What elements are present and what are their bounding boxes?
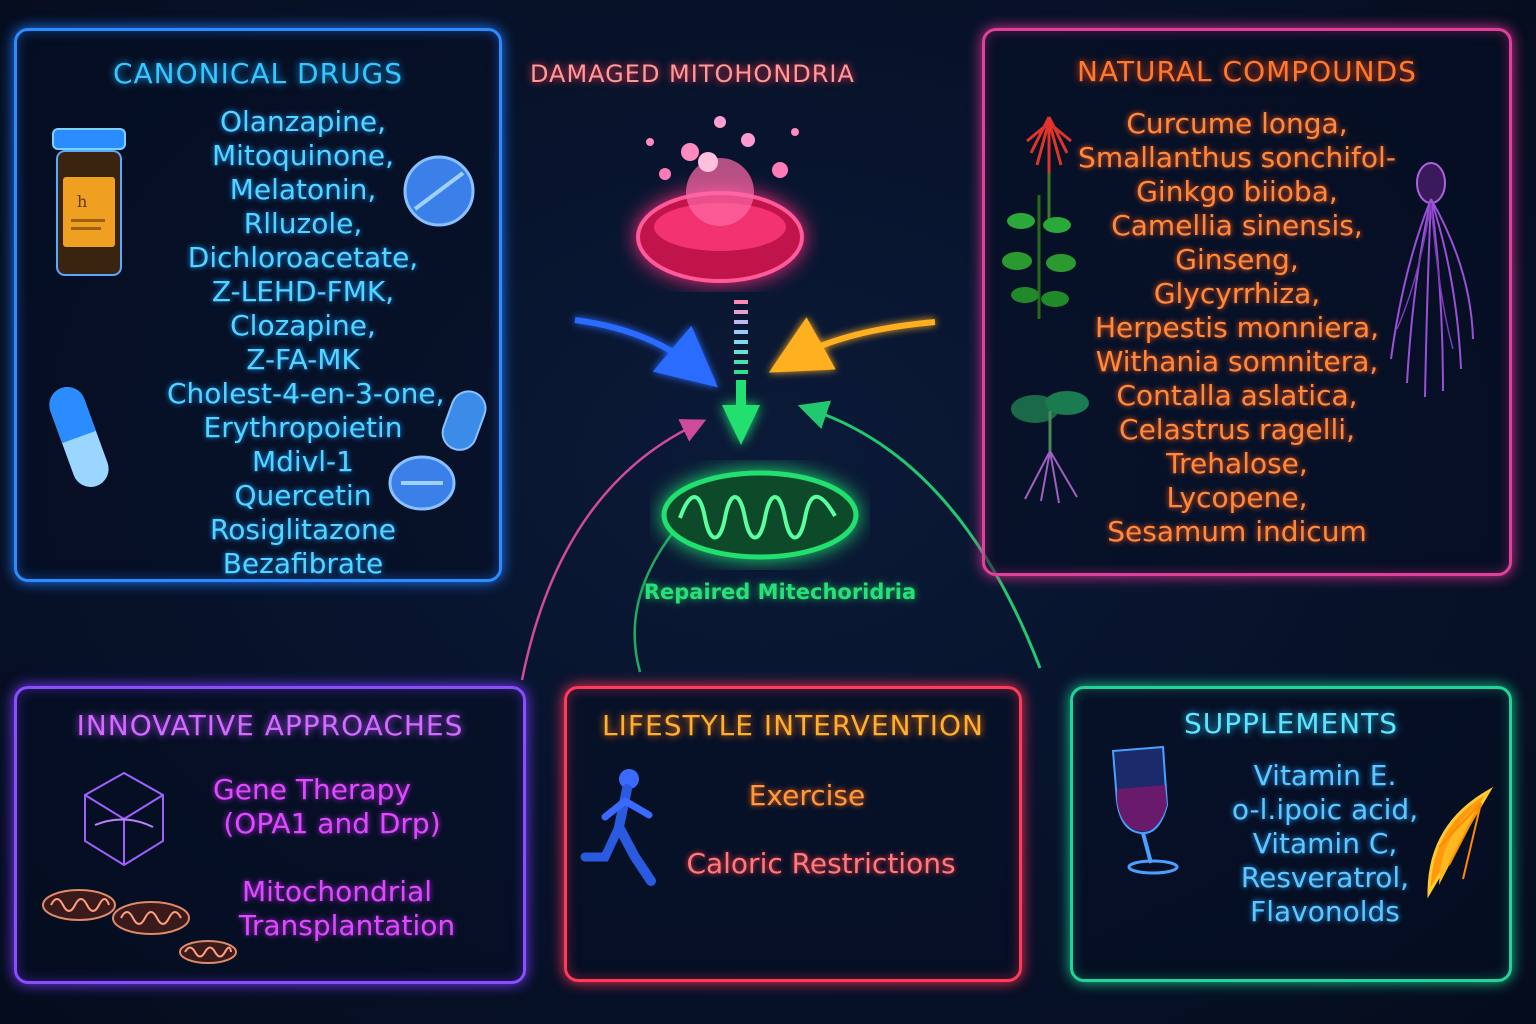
exercise-label: Exercise: [748, 779, 866, 812]
damaged-mitochondria-icon: [636, 116, 804, 283]
pill-bottle-icon: h: [52, 128, 126, 276]
wine-glass-icon: [1111, 745, 1179, 875]
arrow-from-canonical: [574, 317, 718, 388]
list-item: Olanzapine,: [219, 105, 386, 138]
list-item: Sesamum indicum: [1107, 515, 1367, 548]
arrow-from-supplements: [797, 400, 1042, 669]
list-item: Smallanthus sonchifol-: [1078, 141, 1396, 174]
purple-root-icon: [1390, 162, 1474, 398]
list-item: Mdivl-1: [252, 445, 354, 478]
list-item: Melatonin,: [229, 173, 377, 206]
green-herb-icon: [1002, 195, 1076, 319]
red-flower-icon: [1026, 116, 1072, 221]
list-item: Rosiglitazone: [210, 513, 396, 546]
list-item: Camellia sinensis,: [1111, 209, 1363, 242]
repaired-mitochondria-icon: [661, 470, 859, 560]
orange-slice-icon: [1427, 786, 1494, 899]
svg-text:h: h: [77, 192, 87, 211]
list-item: Bezafibrate: [222, 547, 384, 580]
innovative-approaches-title: INNOVATIVE APPROACHES: [76, 709, 464, 742]
innovative-approaches-panel: INNOVATIVE APPROACHES Gene Therapy (OPA1…: [14, 686, 526, 984]
mitochondrial-transplantation-line2: Transplantation: [238, 909, 456, 942]
runner-icon: [580, 769, 656, 886]
tablet-icon: [388, 455, 456, 511]
list-item: Clozapine,: [230, 309, 376, 342]
list-item: Contalla aslatica,: [1116, 379, 1358, 412]
list-item: Vitamin C,: [1252, 827, 1398, 860]
natural-compounds-title: NATURAL COMPOUNDS: [1077, 55, 1417, 88]
canonical-drugs-panel: CANONICAL DRUGS Olanzapine, Mitoquinone,…: [14, 28, 502, 582]
caloric-restrictions-label: Caloric Restrictions: [686, 847, 956, 880]
lifestyle-intervention-panel: LIFESTYLE INTERVENTION Exercise Caloric …: [564, 686, 1022, 982]
lifestyle-intervention-title: LIFESTYLE INTERVENTION: [602, 709, 984, 742]
natural-compounds-panel: NATURAL COMPOUNDS Curcume longa, Smallan…: [982, 28, 1512, 576]
list-item: Curcume longa,: [1126, 107, 1348, 140]
list-item: Herpestis monniera,: [1094, 311, 1380, 344]
list-item: Resveratrol,: [1240, 861, 1410, 894]
supplements-panel: SUPPLEMENTS Vitamin E. o-l.ipoic acid, V…: [1070, 686, 1512, 982]
list-item: Z-LEHD-FMK,: [211, 275, 395, 308]
list-item: Trehalose,: [1166, 447, 1308, 480]
repaired-mitochondria-label: Repaired Mitechoridria: [643, 580, 917, 604]
list-item: Vitamin E.: [1253, 759, 1397, 792]
natural-compounds-list: Curcume longa, Smallanthus sonchifol- Gi…: [1075, 107, 1399, 549]
supplements-title: SUPPLEMENTS: [1184, 707, 1398, 740]
capsule-icon: [441, 390, 487, 451]
list-item: Celastrus ragelli,: [1119, 413, 1355, 446]
list-item: Ginkgo biioba,: [1136, 175, 1338, 208]
list-item: Glycyrrhiza,: [1153, 277, 1321, 310]
list-item: Ginseng,: [1175, 243, 1299, 276]
list-item: Cholest-4-en-3-one,: [167, 377, 445, 410]
root-plant-icon: [1011, 391, 1089, 504]
gene-therapy-targets: (OPA1 and Drp): [223, 807, 441, 840]
damaged-mitochondria-label: DAMAGED MITOHONDRIA: [530, 60, 855, 88]
mitochondria-icon: [42, 889, 116, 921]
list-item: Dichloroacetate,: [187, 241, 419, 274]
canonical-drugs-list: Olanzapine, Mitoquinone, Melatonin, Rllu…: [167, 105, 445, 581]
arrow-from-natural: [768, 317, 936, 373]
tablet-icon: [403, 155, 475, 227]
virus-capsid-icon: [84, 771, 164, 867]
list-item: Erythropoietin: [203, 411, 403, 444]
capsule-icon: [49, 387, 109, 487]
list-item: o-l.ipoic acid,: [1231, 793, 1419, 826]
mitochondria-icon: [179, 940, 237, 964]
gene-therapy-label: Gene Therapy: [213, 773, 411, 806]
list-item: Flavonolds: [1250, 895, 1400, 928]
list-item: Withania somnitera,: [1095, 345, 1379, 378]
supplements-list: Vitamin E. o-l.ipoic acid, Vitamin C, Re…: [1223, 759, 1427, 929]
list-item: Rlluzole,: [243, 207, 363, 240]
arrow-damaged-to-repaired: [722, 300, 760, 445]
arrow-from-lifestyle: [633, 529, 676, 673]
list-item: Mitoquinone,: [211, 139, 395, 172]
list-item: Quercetin: [234, 479, 372, 512]
list-item: Z-FA-MK: [246, 343, 360, 376]
canonical-drugs-title: CANONICAL DRUGS: [112, 57, 404, 90]
mitochondria-icon: [112, 901, 190, 935]
arrow-from-innovative: [520, 419, 707, 681]
list-item: Lycopene,: [1166, 481, 1308, 514]
mitochondrial-transplantation-line1: Mitochondrial: [241, 875, 433, 908]
